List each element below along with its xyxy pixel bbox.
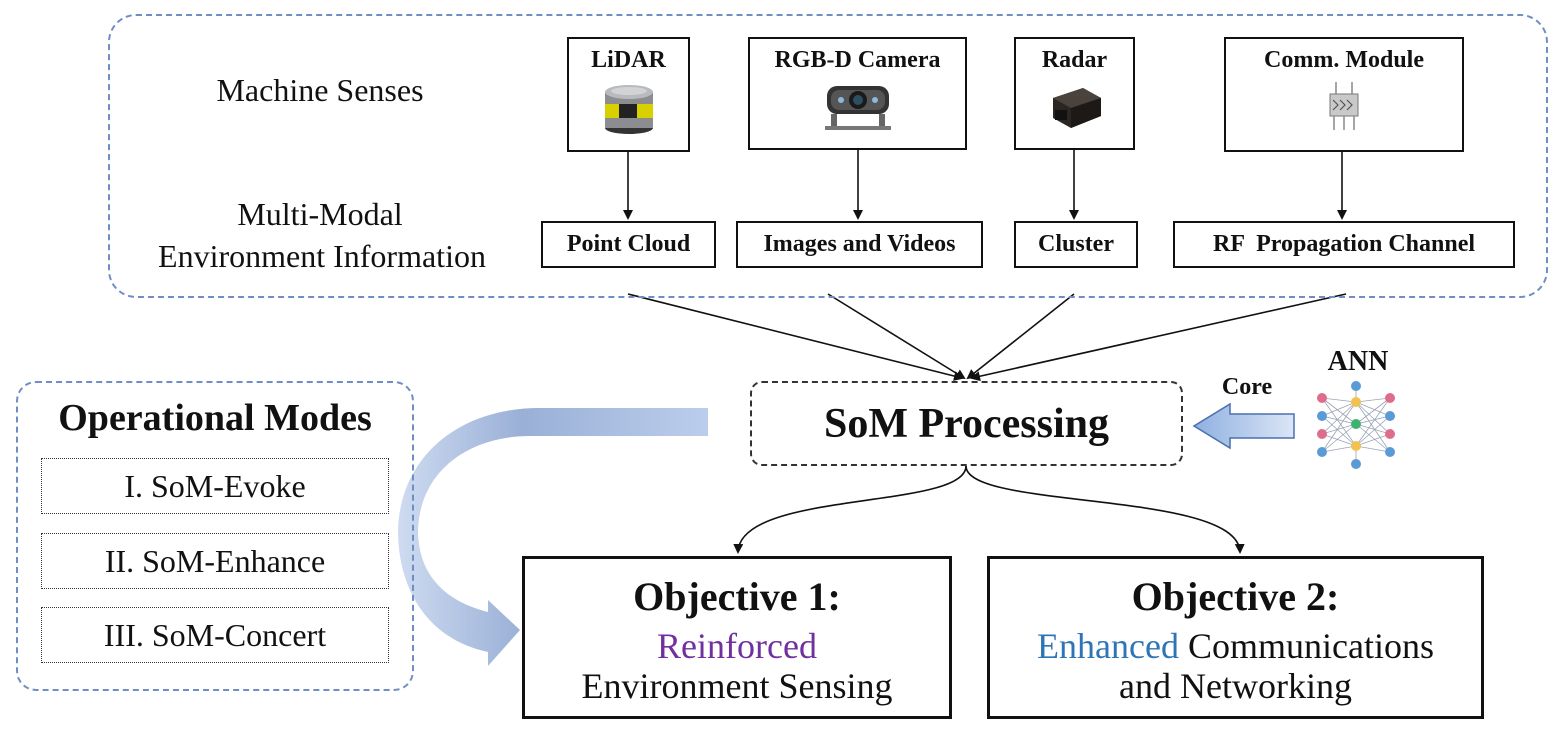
curve-to-objective-1: [733, 465, 967, 554]
curve-to-objective-2: [965, 465, 1245, 554]
sensing-panel: [108, 14, 1548, 298]
operational-modes-title: Operational Modes: [58, 397, 372, 439]
mode-som-concert: III. SoM-Concert: [41, 607, 389, 663]
mode-som-enhance: II. SoM-Enhance: [41, 533, 389, 589]
machine-senses-label: Machine Senses: [216, 72, 424, 108]
sensor-lidar: LiDAR: [567, 37, 690, 152]
sensor-radar-title: Radar: [1041, 47, 1108, 73]
objective-2-rest: Communications: [1178, 626, 1434, 666]
neural-network-icon: [1317, 381, 1395, 469]
objective-2-title: Objective 2:: [1131, 574, 1340, 619]
sensor-comm-module: Comm. Module: [1224, 37, 1464, 152]
info-cluster: Cluster: [1014, 221, 1138, 268]
objective-1-line1: Reinforced: [525, 626, 949, 666]
line-images-to-som: [827, 293, 966, 380]
camera-icon: [824, 86, 891, 130]
multimodal-label-line1: Multi-Modal: [237, 196, 403, 232]
objective-2-box: Objective 2: Enhanced Communications and…: [987, 556, 1484, 719]
objective-1-title: Objective 1:: [633, 574, 841, 619]
line-cluster-to-som: [966, 293, 1075, 380]
sensor-camera-title: RGB-D Camera: [774, 47, 941, 73]
info-rf-channel: RF Propagation Channel: [1173, 221, 1515, 268]
som-processing-box: SoM Processing: [750, 381, 1183, 466]
objective-1-highlight: Reinforced: [657, 626, 817, 666]
objective-1-line2: Environment Sensing: [581, 666, 893, 706]
info-point-cloud: Point Cloud: [541, 221, 716, 268]
operational-modes-panel: [16, 381, 414, 691]
core-label: Core: [1221, 374, 1273, 400]
sensor-camera: RGB-D Camera: [748, 37, 967, 150]
mode-som-evoke: I. SoM-Evoke: [41, 458, 389, 514]
objective-2-line1: Enhanced Communications: [990, 626, 1481, 666]
som-processing-label: SoM Processing: [823, 400, 1110, 447]
objective-2-line2: and Networking: [1119, 666, 1352, 706]
radar-icon: [1052, 88, 1101, 128]
sensor-comm-title: Comm. Module: [1264, 47, 1424, 73]
comm-module-icon: [1329, 82, 1359, 130]
flow-arrow: [398, 408, 708, 666]
ann-label: ANN: [1327, 346, 1389, 377]
info-images-videos: Images and Videos: [736, 221, 983, 268]
objective-2-highlight: Enhanced: [1037, 626, 1179, 666]
line-rf-to-som: [970, 293, 1347, 382]
lidar-icon: [604, 85, 653, 134]
sensor-radar: Radar: [1014, 37, 1135, 150]
core-arrow: [1192, 402, 1295, 450]
objective-1-box: Objective 1: Reinforced Environment Sens…: [522, 556, 952, 719]
multimodal-label-line2: Environment Information: [158, 238, 486, 274]
line-pointcloud-to-som: [627, 293, 964, 381]
sensor-lidar-title: LiDAR: [591, 47, 666, 73]
